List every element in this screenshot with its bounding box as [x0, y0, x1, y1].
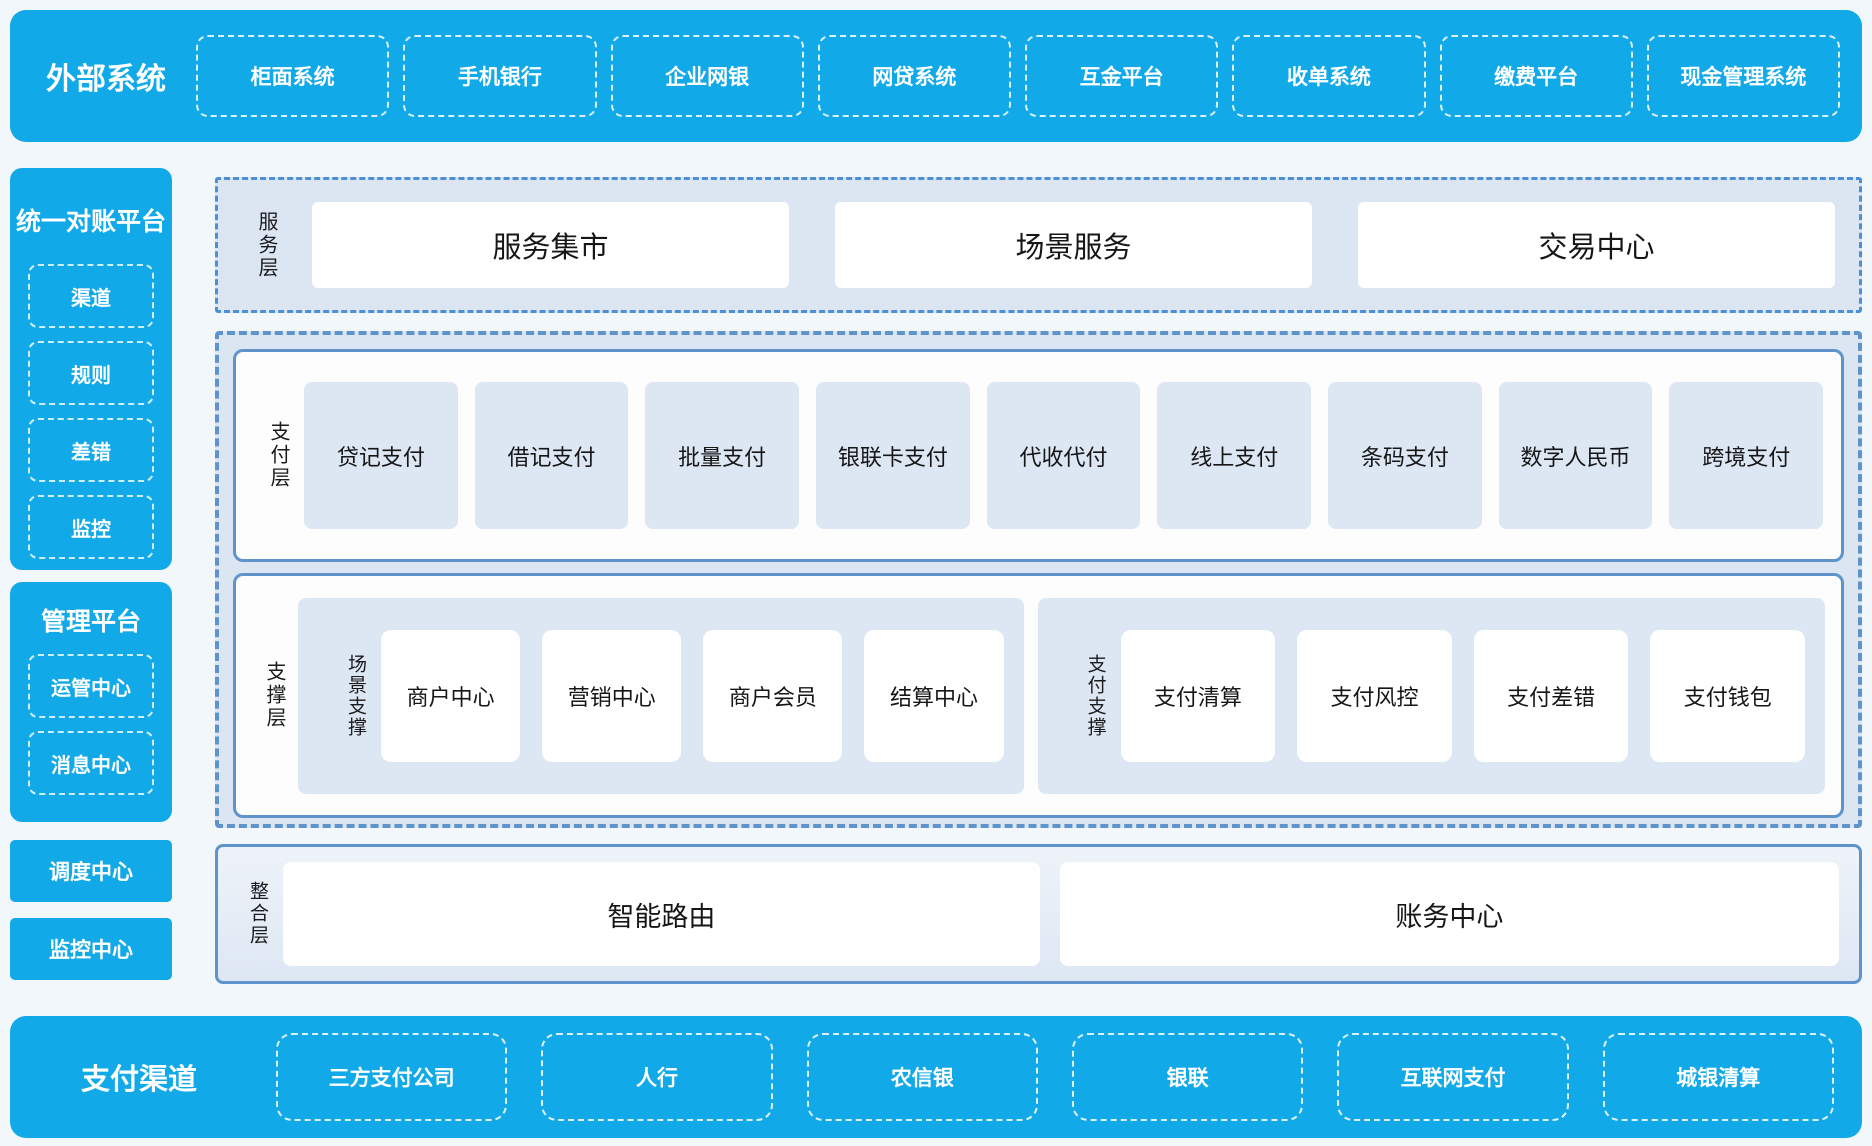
integration-layer-boxes: 智能路由 账务中心: [283, 862, 1839, 966]
support-box: 结算中心: [864, 629, 1004, 762]
management-platform-panel: 管理平台 运管中心 消息中心: [10, 582, 172, 822]
external-systems-items: 柜面系统 手机银行 企业网银 网贷系统 互金平台 收单系统 缴费平台 现金管理系…: [196, 35, 1840, 117]
external-system-item: 柜面系统: [196, 35, 390, 117]
service-layer-label: 服务层: [255, 210, 277, 280]
payment-layer-panel: 支付层 贷记支付 借记支付 批量支付 银联卡支付 代收代付 线上支付 条码支付 …: [233, 349, 1844, 562]
management-platform-title: 管理平台: [40, 608, 141, 636]
external-system-item: 缴费平台: [1439, 35, 1633, 117]
payment-channel-item: 三方支付公司: [276, 1033, 508, 1121]
payment-box: 代收代付: [986, 382, 1141, 529]
payment-channel-item: 城银清算: [1602, 1033, 1834, 1121]
payment-channels-items: 三方支付公司 人行 农信银 银联 互联网支付 城银清算: [276, 1033, 1834, 1121]
service-layer-boxes: 服务集市 场景服务 交易中心: [312, 202, 1835, 288]
support-layer-label: 支撑层: [263, 661, 285, 730]
payment-box: 线上支付: [1157, 382, 1312, 529]
support-group-scene: 场景支撑 商户中心 营销中心 商户会员 结算中心: [298, 597, 1024, 794]
scene-support-label: 场景支撑: [345, 653, 366, 738]
payment-box: 条码支付: [1328, 382, 1482, 529]
support-box: 支付清算: [1120, 629, 1276, 762]
support-box: 商户会员: [703, 629, 843, 762]
service-box: 交易中心: [1358, 202, 1835, 288]
external-system-item: 收单系统: [1232, 35, 1426, 117]
external-system-item: 企业网银: [610, 35, 804, 117]
integration-layer-label: 整合层: [247, 881, 268, 947]
support-layer-groups: 场景支撑 商户中心 营销中心 商户会员 结算中心 支付支撑 支付清算 支付风控 …: [298, 597, 1825, 794]
external-system-item: 现金管理系统: [1646, 35, 1840, 117]
external-systems-bar: 外部系统 柜面系统 手机银行 企业网银 网贷系统 互金平台 收单系统 缴费平台 …: [10, 10, 1862, 142]
payment-layer-boxes: 贷记支付 借记支付 批量支付 银联卡支付 代收代付 线上支付 条码支付 数字人民…: [304, 382, 1824, 529]
reconciliation-platform-panel: 统一对账平台 渠道 规则 差错 监控: [10, 168, 172, 570]
support-layer-panel: 支撑层 场景支撑 商户中心 营销中心 商户会员 结算中心 支付支撑 支付清算: [233, 573, 1844, 818]
external-system-item: 网贷系统: [817, 35, 1011, 117]
support-box: 支付差错: [1473, 629, 1629, 762]
integration-box: 智能路由: [283, 862, 1040, 966]
scheduling-center-box: 调度中心: [10, 840, 172, 902]
monitoring-center-box: 监控中心: [10, 918, 172, 980]
payment-box: 贷记支付: [304, 382, 458, 529]
support-box: 商户中心: [381, 629, 521, 762]
payment-channels-title: 支付渠道: [80, 1064, 197, 1096]
payment-support-dashed-container: 支付层 贷记支付 借记支付 批量支付 银联卡支付 代收代付 线上支付 条码支付 …: [215, 331, 1862, 828]
reconciliation-item: 差错: [28, 418, 154, 482]
external-systems-title: 外部系统: [46, 63, 166, 96]
support-group-payment: 支付支撑 支付清算 支付风控 支付差错 支付钱包: [1037, 597, 1825, 794]
payment-support-label: 支付支撑: [1084, 653, 1106, 738]
payment-channel-item: 人行: [541, 1033, 773, 1121]
payment-box: 批量支付: [645, 382, 800, 529]
payment-box: 跨境支付: [1669, 382, 1824, 529]
integration-box: 账务中心: [1059, 862, 1839, 966]
payment-box: 借记支付: [474, 382, 629, 529]
management-item: 运管中心: [28, 654, 154, 718]
external-system-item: 手机银行: [403, 35, 597, 117]
external-system-item: 互金平台: [1025, 35, 1219, 117]
reconciliation-item: 渠道: [28, 264, 154, 328]
support-box: 支付风控: [1297, 629, 1452, 762]
management-item: 消息中心: [28, 731, 154, 795]
payment-layer-label: 支付层: [267, 421, 289, 490]
reconciliation-item: 监控: [28, 495, 154, 559]
payment-support-boxes: 支付清算 支付风控 支付差错 支付钱包: [1120, 629, 1806, 762]
integration-layer-panel: 整合层 智能路由 账务中心: [215, 844, 1862, 984]
payment-channel-item: 农信银: [806, 1033, 1038, 1121]
payment-channel-item: 互联网支付: [1337, 1033, 1569, 1121]
service-layer-panel: 服务层 服务集市 场景服务 交易中心: [215, 177, 1862, 313]
reconciliation-platform-title: 统一对账平台: [15, 208, 166, 236]
service-box: 服务集市: [312, 202, 789, 288]
support-box: 营销中心: [542, 629, 682, 762]
payment-box: 数字人民币: [1498, 382, 1653, 529]
reconciliation-item: 规则: [28, 341, 154, 405]
payment-channel-item: 银联: [1071, 1033, 1304, 1121]
support-box: 支付钱包: [1650, 629, 1806, 762]
service-box: 场景服务: [835, 202, 1312, 288]
scene-support-boxes: 商户中心 营销中心 商户会员 结算中心: [381, 629, 1004, 762]
payment-box: 银联卡支付: [816, 382, 970, 529]
payment-channels-bar: 支付渠道 三方支付公司 人行 农信银 银联 互联网支付 城银清算: [10, 1016, 1862, 1138]
